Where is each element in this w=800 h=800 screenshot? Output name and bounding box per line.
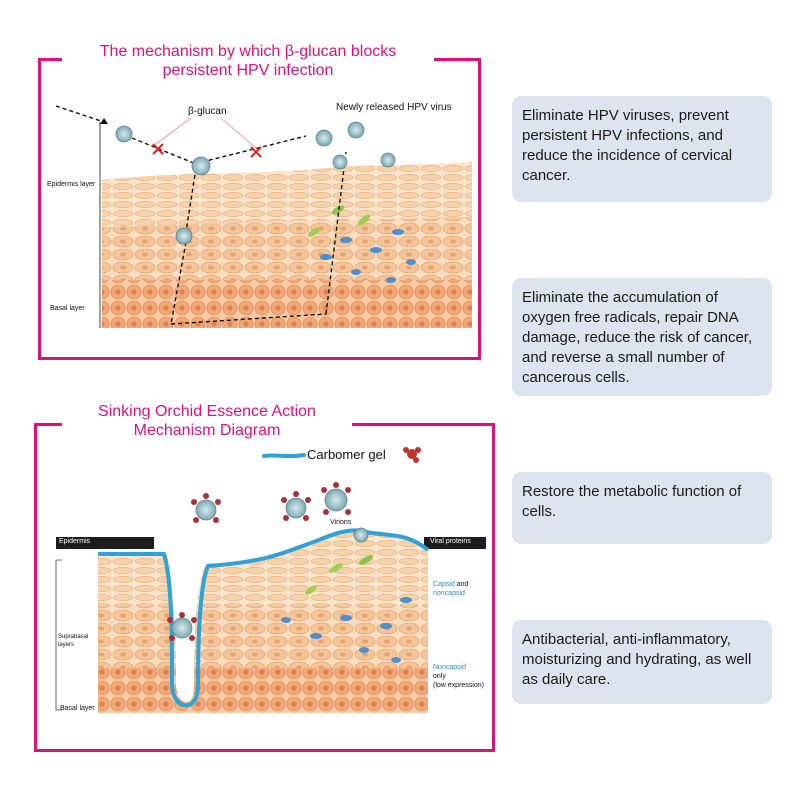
bottom-panel-title-line2: Mechanism Diagram: [133, 422, 281, 439]
bottom-tissue-diagram: [55, 447, 486, 713]
top-epidermis-layer: [102, 162, 472, 237]
top-suprabasal-layer: [102, 217, 472, 284]
label-only: only: [433, 673, 446, 680]
label-noncapsid-group: Noncapsid only (low expression): [433, 663, 484, 690]
label-capsid-and: and: [456, 581, 469, 588]
label-low-expression: (low expression): [433, 682, 484, 689]
benefit-card-antibacterial: Antibacterial, anti-inflammatory, moistu…: [512, 620, 772, 704]
block-x-marks: [152, 143, 262, 158]
left-bracket: [55, 559, 62, 711]
top-dashed-paths: [55, 105, 347, 325]
legend-gel-line: [262, 453, 306, 459]
label-epidermis-bottom: Epidermis: [59, 538, 91, 545]
bottom-virus-spikes: [167, 482, 351, 641]
top-panel-title-line1: The mechanism by which β-glucan blocks: [99, 43, 397, 60]
benefit-card-hpv: Eliminate HPV viruses, prevent persisten…: [512, 96, 772, 202]
label-epidermis-layer: Epidermis layer: [47, 181, 96, 188]
top-tissue-diagram: [55, 105, 472, 328]
legend-gel-label: Carbomer gel: [307, 447, 386, 462]
top-panel-title-line2: persistent HPV infection: [162, 62, 334, 79]
viral-proteins-header-bar: [424, 537, 486, 549]
drug-molecule-icon: [403, 447, 421, 463]
label-noncapsid: noncapsid: [433, 590, 465, 597]
label-capsid-group: Capsid and noncapsid: [433, 580, 468, 598]
epidermis-header-bar: [56, 537, 154, 549]
label-newly-released-virus: Newly released HPV virus: [336, 102, 452, 113]
label-basal-layer-bottom: Basal layer: [60, 705, 95, 712]
bottom-suprabasal-layer: [98, 605, 428, 672]
top-arrow-head: [100, 118, 108, 124]
label-viral-proteins: Viral proteins: [430, 538, 471, 545]
bottom-panel-title-line1: Sinking Orchid Essence Action: [98, 403, 316, 420]
hpv-virus-icons: [115, 121, 396, 245]
label-suprabasal-layers: Suprabasal layers: [58, 634, 89, 648]
top-basal-layer: [102, 280, 472, 328]
label-virions: Virions: [330, 519, 352, 526]
label-capsid: Capsid: [433, 581, 455, 588]
top-panel-title: The mechanism by which β-glucan blocks p…: [62, 42, 434, 80]
bottom-basal-layer: [98, 668, 428, 713]
label-basal-layer-top: Basal layer: [50, 305, 85, 312]
benefit-card-metabolic: Restore the metabolic function of cells.: [512, 472, 772, 544]
bottom-virus-icons: [171, 488, 369, 639]
bottom-infected-nuclei: [281, 555, 412, 663]
benefit-card-radicals: Eliminate the accumulation of oxygen fre…: [512, 278, 772, 396]
bottom-panel-title: Sinking Orchid Essence Action Mechanism …: [62, 402, 352, 440]
top-infected-nuclei: [308, 205, 416, 283]
label-beta-glucan: β-glucan: [188, 106, 227, 117]
label-noncapsid-only: Noncapsid: [433, 664, 467, 671]
